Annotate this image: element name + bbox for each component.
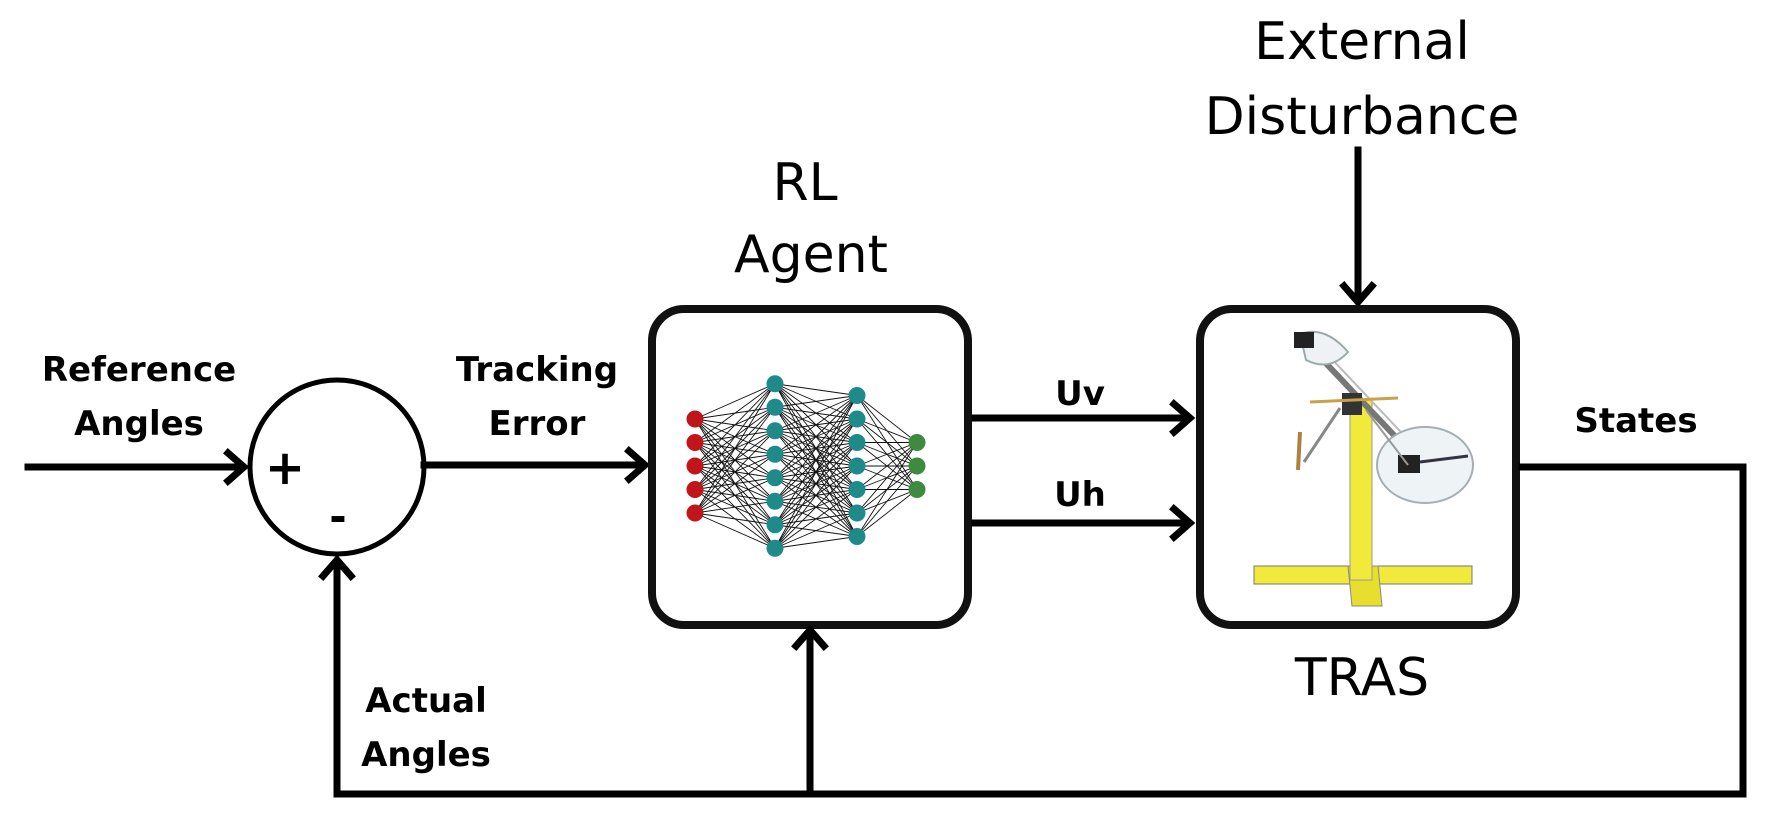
nn-connection	[694, 383, 776, 467]
states-label: States	[1574, 401, 1697, 441]
states-feedback-line	[333, 463, 1747, 798]
nn-connection	[774, 395, 858, 455]
nn-connection	[774, 395, 858, 479]
nn-node	[848, 434, 866, 451]
nn-node	[848, 504, 866, 522]
actual-label-line2: Angles	[361, 735, 491, 775]
nn-connection	[856, 442, 918, 467]
nn-connection	[694, 453, 776, 514]
nn-node	[766, 469, 784, 487]
nn-node	[766, 516, 784, 534]
nn-connection	[694, 383, 776, 514]
nn-node	[848, 481, 866, 498]
actual-angles-arrowhead	[318, 554, 356, 581]
nn-node	[766, 492, 784, 510]
nn-connection	[774, 489, 858, 549]
nn-connection	[774, 418, 858, 549]
nn-connection	[774, 395, 858, 525]
nn-node	[686, 410, 704, 428]
nn-connection	[774, 383, 858, 396]
tras-apparatus-image	[1253, 330, 1474, 607]
nn-connection	[774, 395, 858, 502]
uh-label: Uh	[1054, 475, 1106, 515]
nn-connection	[694, 430, 776, 514]
nn-connection	[694, 383, 776, 443]
agent-label-line1: RL	[772, 153, 837, 213]
tras-label: TRAS	[1294, 648, 1429, 708]
nn-connection	[774, 395, 858, 432]
agent-label-line2: Agent	[734, 225, 888, 285]
reference-label-line2: Angles	[74, 404, 204, 444]
uv-label: Uv	[1055, 374, 1105, 414]
disturbance-arrowhead	[1339, 281, 1377, 308]
nn-node	[766, 398, 784, 416]
nn-node	[848, 457, 866, 475]
nn-node	[848, 410, 866, 428]
nn-connection	[694, 512, 776, 526]
nn-connection	[856, 465, 918, 537]
nn-node	[686, 481, 704, 498]
nn-connection	[694, 406, 776, 514]
nn-connection	[774, 465, 858, 549]
nn-node	[686, 504, 704, 522]
nn-connection	[856, 442, 918, 514]
nn-connection	[774, 536, 858, 549]
plus-sign: +	[265, 440, 305, 496]
nn-connection	[774, 395, 858, 549]
nn-connection	[694, 477, 776, 514]
nn-connection	[694, 512, 776, 549]
nn-node	[766, 375, 784, 393]
neural-network-graphic	[686, 375, 926, 557]
nn-connection	[774, 442, 858, 549]
tracking-label-line1: Tracking	[456, 350, 618, 390]
nn-connection	[694, 383, 776, 420]
tracking-error-arrowhead	[624, 446, 651, 484]
uh-arrowhead	[1169, 504, 1196, 542]
nn-node	[848, 387, 866, 404]
nn-connection	[856, 442, 918, 490]
nn-node	[766, 539, 784, 557]
disturbance-label-line2: Disturbance	[1205, 87, 1520, 147]
nn-connection	[774, 395, 858, 408]
nn-connection	[694, 383, 776, 490]
actual-label-line1: Actual	[365, 681, 487, 721]
reference-arrowhead	[223, 448, 250, 486]
nn-connection	[856, 489, 918, 537]
uv-arrowhead	[1169, 399, 1196, 437]
nn-connection	[694, 500, 776, 514]
nn-connection	[774, 512, 858, 549]
minus-sign: -	[329, 492, 346, 541]
agent-state-arrowhead	[791, 624, 829, 651]
nn-node	[686, 457, 704, 475]
nn-node	[908, 481, 926, 498]
nn-node	[848, 528, 866, 545]
nn-node	[766, 422, 784, 440]
disturbance-label-line1: External	[1254, 12, 1470, 72]
nn-connection	[856, 442, 918, 537]
tracking-label-line2: Error	[489, 404, 586, 444]
nn-connection	[856, 418, 918, 443]
nn-node	[686, 434, 704, 451]
nn-node	[908, 434, 926, 451]
nn-node	[766, 445, 784, 463]
reference-label-line1: Reference	[42, 350, 236, 390]
nn-connection	[856, 395, 918, 443]
nn-node	[908, 457, 926, 475]
